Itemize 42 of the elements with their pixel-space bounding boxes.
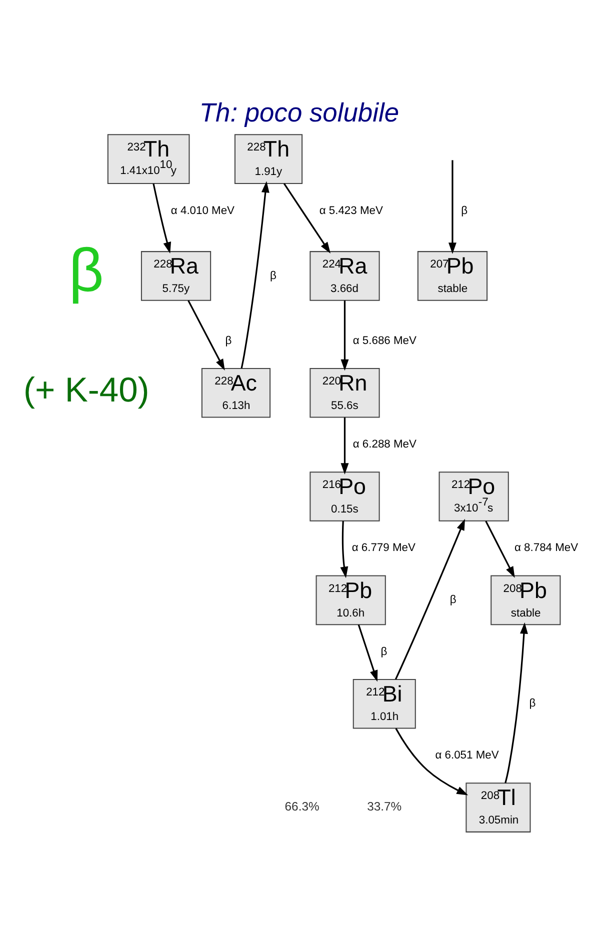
arrow	[152, 182, 172, 254]
edge-label: α 6.779 MeV	[352, 542, 416, 554]
node-box: $^{228}$Ra 5.75y	[140, 250, 212, 300]
node-box: $^{212}$Pb 10.6h	[316, 574, 386, 625]
arrow	[358, 624, 378, 682]
node-box: $^{208}$Pb stable	[490, 574, 561, 625]
arrow	[283, 182, 330, 253]
edge-label: β	[529, 697, 536, 710]
label: (+ K-40)	[24, 371, 150, 410]
edge-label: β	[225, 334, 232, 346]
arrow	[240, 180, 270, 368]
arrow	[340, 520, 348, 578]
arrow	[188, 300, 225, 370]
node-box: $^{208}$Tl 3.05min	[466, 782, 531, 832]
node-box: $^{228}$Ac 6.13h	[201, 367, 271, 418]
edge-label: β	[450, 594, 456, 606]
edge-label: β	[270, 269, 276, 282]
arrow	[504, 622, 528, 783]
node-box: $^{220}$Rn 55.6s	[310, 367, 380, 418]
edge-label: β	[380, 645, 388, 658]
edge-label: α 6.288 MeV	[352, 438, 416, 450]
arrow	[485, 520, 515, 578]
label: β	[68, 236, 104, 304]
edge-label: β	[461, 204, 468, 216]
arrow	[340, 416, 349, 474]
edge-label: α 4.010 MeV	[170, 204, 235, 216]
edge-label: α 8.784 MeV	[514, 542, 578, 554]
label: 33.7%	[367, 799, 402, 814]
edge-label: α 5.423 MeV	[319, 204, 383, 216]
node-box: $^{216}$Po 0.15s	[310, 471, 380, 521]
arrow	[448, 160, 456, 254]
diagram-title: Th: poco solubile	[199, 96, 400, 127]
node-box: $^{212}$Bi 1.01h	[352, 678, 416, 728]
arrow	[395, 728, 468, 795]
label: 66.3%	[284, 799, 320, 814]
edge-label: α 5.686 MeV	[352, 334, 416, 346]
node-box: $^{228}$Th 1.91y	[234, 134, 303, 184]
arrow	[394, 518, 465, 680]
node-box: $^{224}$Ra 3.66d	[310, 250, 380, 300]
arrow	[340, 300, 349, 370]
node-box: $^{207}$Pb stable	[417, 250, 488, 300]
edge-label: α 6.051 MeV	[435, 749, 499, 762]
